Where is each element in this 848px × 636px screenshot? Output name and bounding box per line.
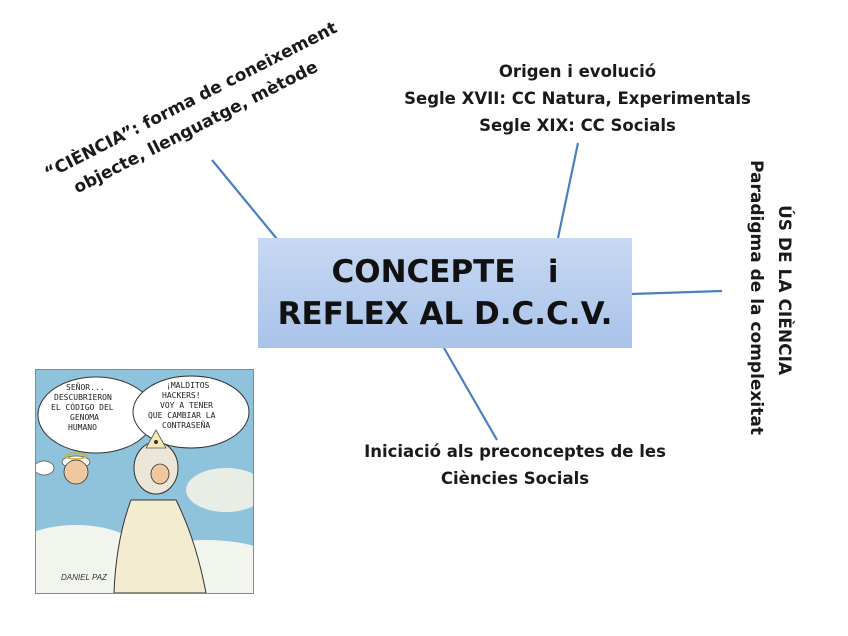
cartoon-bubble-left-1: SEÑOR... [66,382,105,392]
cartoon-signature: DANIEL PAZ [61,573,108,582]
god-figure [113,429,207,593]
branch-right-line-1: ÚS DE LA CIÈNCIA [774,204,794,376]
branch-bottom: Iniciació als preconceptes de les Ciènci… [350,438,680,492]
connector-bottom [443,347,498,441]
cartoon-bubble-left-3: EL CÓDIGO DEL [51,401,114,412]
branch-right: ÚS DE LA CIÈNCIA Paradigma de la complex… [742,160,798,435]
branch-top-right-line-2: Segle XVII: CC Natura, Experimentals [404,89,751,108]
branch-top-right-line-3: Segle XIX: CC Socials [479,116,676,135]
cartoon-bubble-right-1: ¡MALDITOS [166,381,210,390]
cartoon-bubble-right-3: VOY A TENER [160,401,213,410]
branch-right-line-2: Paradigma de la complexitat [746,160,766,435]
branch-bottom-line-1: Iniciació als preconceptes de les [364,442,666,461]
connector-top-right [556,142,580,239]
cartoon-bubble-right-2: HACKERS! [162,391,201,400]
central-title-line-2: REFLEX AL D.C.C.V. [277,296,613,332]
cartoon-bubble-left-2: DESCUBRIERON [54,393,112,402]
cartoon-image: SEÑOR... DESCUBRIERON EL CÓDIGO DEL GENO… [35,369,254,594]
cartoon-bubble-right-5: CONTRASEÑA [162,420,210,430]
cartoon-bubble-right-4: QUE CAMBIAR LA [148,411,216,420]
branch-top-right: Origen i evolució Segle XVII: CC Natura,… [390,58,765,139]
connector-top-left [211,159,278,240]
connector-right [631,289,723,296]
angel-figure [36,452,91,485]
central-concept-box: CONCEPTE i REFLEX AL D.C.C.V. [258,238,632,348]
branch-top-right-line-1: Origen i evolució [498,62,657,81]
cartoon-bubble-left-5: HUMANO [68,423,97,432]
branch-bottom-line-2: Ciències Socials [440,469,590,488]
central-title-line-1: CONCEPTE i [331,254,559,290]
cartoon-bubble-left-4: GENOMA [70,413,99,422]
